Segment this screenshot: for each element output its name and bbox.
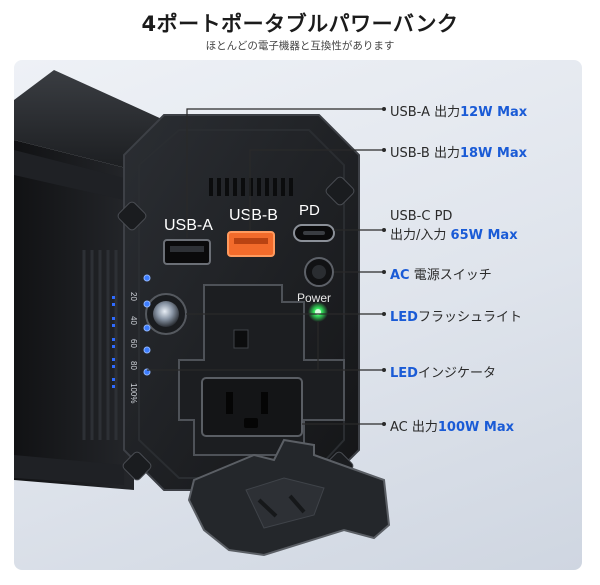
power-label: Power — [297, 291, 331, 305]
callout-indicator-prefix: LED — [390, 366, 418, 381]
callout-indicator-text: インジケータ — [417, 366, 496, 381]
callout-indicator: LEDインジケータ — [390, 362, 496, 381]
ac-outlet-cover-flap[interactable] — [187, 438, 391, 557]
callout-usb-a: USB-A 出力12W Max — [390, 101, 527, 120]
page-title: 4ポートポータブルパワーバンク — [141, 12, 459, 36]
callout-usb-b-value: 18W Max — [459, 146, 528, 161]
callout-usb-a-value: 12W Max — [460, 105, 528, 120]
callout-ac-output: AC 出力100W Max — [390, 416, 514, 435]
callout-usb-a-text: USB-A 出力 — [390, 105, 461, 120]
callout-usb-c-line1: USB-C PD — [390, 209, 453, 224]
power-bank-illustration: USB-A USB-B PD Power — [14, 70, 391, 557]
callout-ac-switch-prefix: AC — [390, 268, 410, 283]
ac-outlet[interactable] — [201, 377, 303, 437]
callout-flashlight: LEDフラッシュライト — [390, 306, 522, 325]
battery-scale-100: 100% — [129, 383, 138, 403]
callout-usb-b-text: USB-B 出力 — [390, 146, 460, 161]
callout-flashlight-prefix: LED — [390, 310, 418, 325]
product-image-panel: USB-A USB-B PD Power — [14, 60, 582, 570]
power-status-led — [308, 302, 328, 322]
battery-scale-40: 40 — [129, 316, 138, 325]
page-subtitle: ほとんどの電子機器と互換性があります — [205, 40, 395, 52]
callout-usb-c-text: 出力/入力 — [390, 228, 447, 243]
battery-scale-60: 60 — [129, 339, 138, 348]
battery-scale-20: 20 — [129, 292, 138, 301]
pd-port-label: PD — [299, 202, 320, 219]
callout-ac-output-text: AC 出力 — [390, 420, 438, 435]
callout-lines — [147, 108, 384, 425]
callout-flashlight-text: フラッシュライト — [417, 310, 522, 325]
usb-a-port[interactable] — [163, 239, 211, 265]
ac-power-button[interactable] — [304, 257, 334, 287]
flashlight-lens[interactable] — [145, 293, 187, 335]
usb-c-port[interactable] — [293, 224, 335, 242]
usb-b-port[interactable] — [227, 231, 275, 257]
power-bank-body — [14, 70, 164, 490]
callout-usb-c: USB-C PD 出力/入力 65W Max — [390, 207, 518, 245]
callout-ac-switch-text: 電源スイッチ — [413, 268, 492, 283]
usb-b-port-label: USB-B — [229, 207, 278, 224]
callout-usb-c-value: 65W Max — [450, 228, 518, 243]
callout-usb-b: USB-B 出力18W Max — [390, 142, 527, 161]
callout-ac-switch: AC 電源スイッチ — [390, 264, 492, 283]
battery-scale-80: 80 — [129, 361, 138, 370]
callout-ac-output-value: 100W Max — [437, 420, 514, 435]
usb-a-port-label: USB-A — [164, 217, 213, 234]
